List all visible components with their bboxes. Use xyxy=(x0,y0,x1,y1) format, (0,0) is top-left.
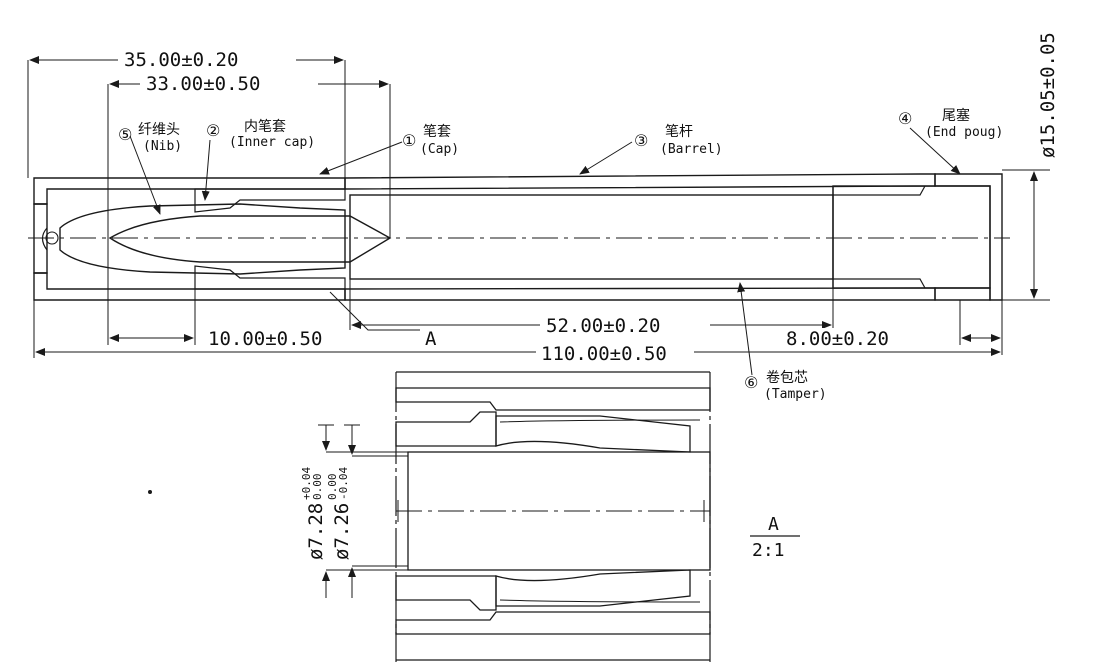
dim-tamper-length: 52.00±0.20 xyxy=(546,315,660,337)
svg-text:(Nib): (Nib) xyxy=(143,139,182,154)
detail-view-a: ø7.28 +0.04 0.00 ø7.26 0.00 -0.04 A 2:1 xyxy=(148,371,800,662)
svg-text:(Tamper): (Tamper) xyxy=(764,387,827,402)
svg-text:①: ① xyxy=(402,131,416,150)
svg-text:④: ④ xyxy=(898,109,912,128)
end-plug-wall-bottom xyxy=(934,287,991,301)
dimension-lines xyxy=(27,56,1050,358)
dimension-texts: 35.00±0.20 33.00±0.50 10.00±0.50 A 52.00… xyxy=(118,32,1059,365)
fiber-nib xyxy=(108,215,392,263)
cap-wall-bottom xyxy=(33,272,346,301)
label-end-plug: ④ 尾塞 (End poug) xyxy=(898,107,1003,140)
label-nib: ⑤ 纤维头 (Nib) xyxy=(118,122,182,154)
end-plug-insert xyxy=(832,185,991,289)
dim-outer-diameter: ø15.05±0.05 xyxy=(1037,32,1059,158)
tamper-body xyxy=(349,194,834,280)
svg-text:(Cap): (Cap) xyxy=(420,142,459,157)
svg-text:纤维头: 纤维头 xyxy=(138,122,180,138)
detail-dia-1: ø7.28 xyxy=(305,503,327,560)
detail-taper-bottom xyxy=(495,569,691,607)
detail-dia-1-lower: 0.00 xyxy=(311,474,324,501)
label-inner-cap: ② 内笔套 (Inner cap) xyxy=(206,119,315,150)
detail-dia-1-upper: +0.04 xyxy=(300,467,313,500)
nib-holder xyxy=(59,203,346,275)
stray-dot xyxy=(148,490,152,494)
barrel-wall-bottom xyxy=(344,287,936,301)
svg-text:(End poug): (End poug) xyxy=(925,125,1003,140)
dim-end-plug-length: 8.00±0.20 xyxy=(786,328,889,350)
dim-overall-length: 110.00±0.50 xyxy=(541,343,667,365)
label-barrel: ③ 笔杆 (Barrel) xyxy=(634,124,723,157)
svg-text:卷包芯: 卷包芯 xyxy=(766,370,808,386)
pen-assembly xyxy=(28,173,1010,301)
svg-text:笔套: 笔套 xyxy=(423,124,451,140)
dim-inner-cap-length: 33.00±0.50 xyxy=(146,73,260,95)
detail-inner-cap-bottom xyxy=(395,575,497,611)
detail-scale: 2:1 xyxy=(752,540,785,561)
svg-text:⑥: ⑥ xyxy=(744,373,758,392)
end-plug-lip-bottom xyxy=(832,278,926,289)
end-plug-lip-top xyxy=(832,185,926,196)
detail-wall-top xyxy=(395,387,711,411)
svg-text:⑤: ⑤ xyxy=(118,125,132,144)
section-ref-a: A xyxy=(425,328,437,350)
svg-text:内笔套: 内笔套 xyxy=(244,119,286,135)
label-cap: ① 笔套 (Cap) xyxy=(402,124,459,157)
part-labels: ⑤ 纤维头 (Nib) ② 内笔套 (Inner cap) ① 笔套 (Cap)… xyxy=(118,107,1003,402)
detail-dia-2: ø7.26 xyxy=(331,503,353,560)
detail-label: A xyxy=(768,514,779,535)
end-plug-wall-top xyxy=(934,173,1003,301)
label-tamper: ⑥ 卷包芯 (Tamper) xyxy=(744,370,827,402)
svg-text:②: ② xyxy=(206,121,220,140)
detail-dia-2-lower: -0.04 xyxy=(337,467,350,500)
detail-wall-bottom xyxy=(395,611,711,635)
svg-text:尾塞: 尾塞 xyxy=(942,107,970,124)
dim-nib-exposed: 10.00±0.50 xyxy=(208,328,322,350)
dim-cap-length: 35.00±0.20 xyxy=(124,49,238,71)
inner-cap-bottom xyxy=(194,265,346,290)
detail-dia-2-upper: 0.00 xyxy=(326,474,339,501)
svg-text:③: ③ xyxy=(634,131,648,150)
svg-text:(Inner cap): (Inner cap) xyxy=(229,135,315,150)
svg-text:笔杆: 笔杆 xyxy=(665,124,693,140)
part-leaders xyxy=(129,127,961,376)
svg-text:(Barrel): (Barrel) xyxy=(660,142,723,157)
barrel-wall-top xyxy=(344,173,936,190)
cap-nose xyxy=(33,203,48,274)
inner-cap xyxy=(194,188,346,213)
nib-tip xyxy=(41,227,48,251)
detail-inner-cap-top xyxy=(395,411,497,447)
